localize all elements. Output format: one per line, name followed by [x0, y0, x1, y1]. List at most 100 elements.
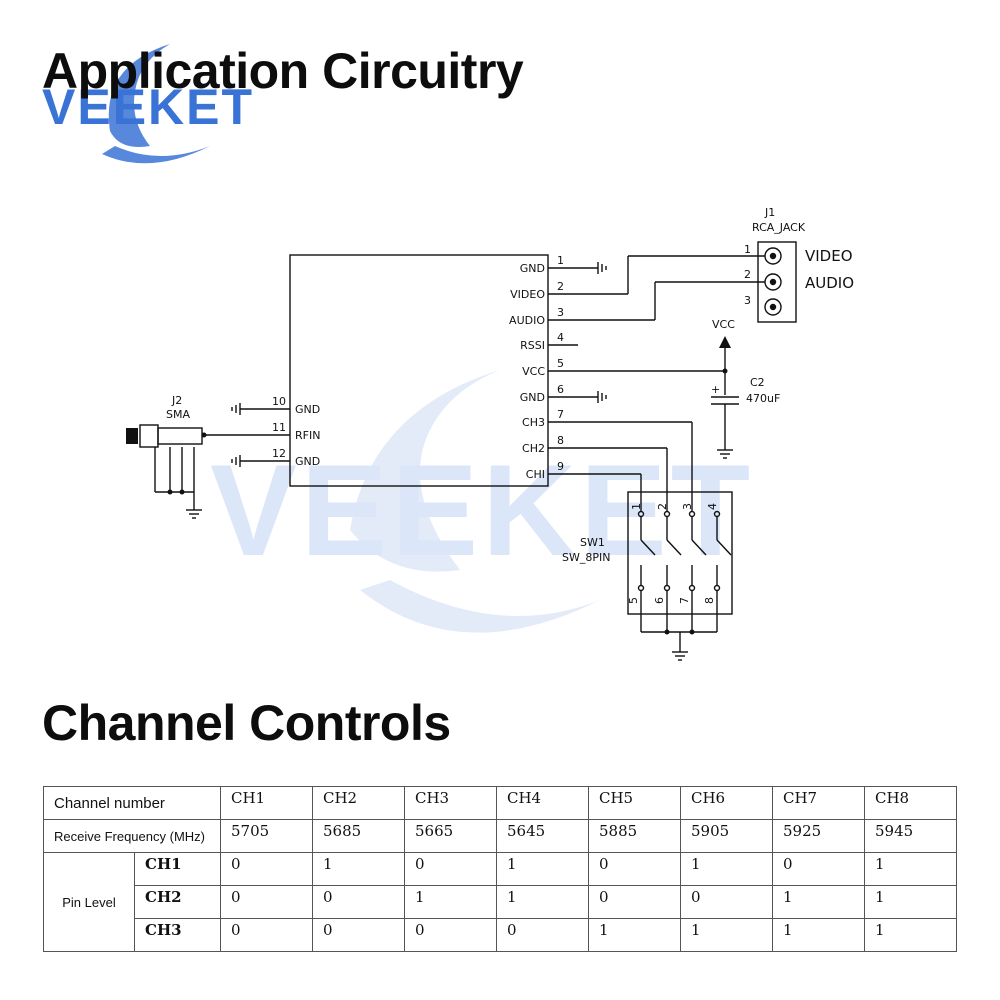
table-cell: 5705	[220, 819, 313, 853]
table-row: Channel number CH1 CH2 CH3 CH4 CH5 CH6 C…	[43, 786, 957, 820]
table-cell: 5885	[588, 819, 681, 853]
pin-name: GND	[295, 403, 320, 416]
pin-name: GND	[295, 455, 320, 468]
j1-pin-number: 2	[744, 268, 751, 281]
table-cell: 0	[220, 918, 313, 952]
logo-arc	[102, 146, 210, 164]
vcc-arrow-icon	[719, 336, 731, 348]
table-cell: 1	[312, 852, 405, 886]
pin-row-name: CH1	[134, 852, 221, 886]
logo-swoosh	[108, 44, 170, 147]
j1-pin-number: 3	[744, 294, 751, 307]
table-cell: 0	[404, 852, 497, 886]
table-cell: 5925	[772, 819, 865, 853]
table-row: CH2 0 0 1 1 0 0 1 1	[44, 885, 957, 919]
pin-number: 1	[557, 254, 564, 267]
pin-name: GND	[520, 262, 545, 275]
table-cell: 0	[772, 852, 865, 886]
j1-ref: J1	[764, 206, 775, 219]
j1-pin-number: 1	[744, 243, 751, 256]
table-row: CH3 0 0 0 0 1 1 1 1	[44, 918, 957, 952]
table-row: Pin Level CH1 0 1 0 1 0 1 0 1	[43, 852, 957, 952]
table-cell: 5685	[312, 819, 405, 853]
table-cell: 1	[864, 852, 957, 886]
row-label: Channel number	[43, 786, 221, 820]
pin-number: 7	[557, 408, 564, 421]
pin-number: 10	[272, 395, 286, 408]
j2-name: SMA	[166, 408, 190, 421]
pin-name: CH3	[522, 416, 545, 429]
table-cell: CH1	[220, 786, 313, 820]
pin-name: VIDEO	[510, 288, 545, 301]
pin-number: 12	[272, 447, 286, 460]
j1-video-label: VIDEO	[805, 247, 853, 265]
table-cell: CH3	[404, 786, 497, 820]
sw1-pin-number: 5	[627, 597, 640, 604]
vcc-label: VCC	[712, 318, 735, 331]
pin-name: AUDIO	[509, 314, 545, 327]
sw1-pin-number: 2	[656, 503, 669, 510]
channel-table: Channel number CH1 CH2 CH3 CH4 CH5 CH6 C…	[43, 786, 957, 952]
table-cell: 0	[680, 885, 773, 919]
pin-number: 9	[557, 460, 564, 473]
table-cell: 0	[312, 918, 405, 952]
schematic-diagram: GND VIDEO AUDIO RSSI VCC GND CH3 CH2 CHI…	[126, 206, 854, 661]
table-cell: 5665	[404, 819, 497, 853]
j1-name: RCA_JACK	[752, 221, 806, 234]
pin-row-name: CH3	[134, 918, 221, 952]
controls-title: Channel Controls	[42, 695, 451, 751]
table-cell: 1	[496, 885, 589, 919]
j2-ref: J2	[171, 394, 182, 407]
table-cell: 1	[680, 852, 773, 886]
pin-level-label: Pin Level	[43, 852, 135, 952]
pin-name: CH2	[522, 442, 545, 455]
table-cell: CH5	[588, 786, 681, 820]
table-cell: CH4	[496, 786, 589, 820]
table-cell: 0	[312, 885, 405, 919]
table-row: Receive Frequency (MHz) 5705 5685 5665 5…	[43, 819, 957, 853]
sw1-pin-number: 8	[703, 597, 716, 604]
j1-audio-label: AUDIO	[805, 274, 854, 292]
table-cell: CH6	[680, 786, 773, 820]
row-label: Receive Frequency (MHz)	[43, 819, 221, 853]
sw1-pin-number: 3	[681, 503, 694, 510]
table-cell: CH7	[772, 786, 865, 820]
table-cell: CH8	[864, 786, 957, 820]
table-cell: 0	[496, 918, 589, 952]
table-cell: CH2	[312, 786, 405, 820]
table-cell: 0	[588, 885, 681, 919]
sw1-pin-number: 7	[678, 597, 691, 604]
table-cell: 1	[588, 918, 681, 952]
table-cell: 5645	[496, 819, 589, 853]
table-cell: 5945	[864, 819, 957, 853]
sw1-pin-number: 6	[653, 597, 666, 604]
logo-text: VEEKET	[42, 79, 254, 135]
pin-name: RFIN	[295, 429, 320, 442]
pin-number: 6	[557, 383, 564, 396]
table-cell: 0	[404, 918, 497, 952]
watermark-swoosh	[350, 370, 500, 572]
table-cell: 5905	[680, 819, 773, 853]
sw1-ref: SW1	[580, 536, 605, 549]
table-cell: 1	[496, 852, 589, 886]
sw1-pin-number: 4	[706, 503, 719, 510]
circuit-title: Application Circuitry	[42, 43, 524, 99]
pin-name: CHI	[526, 468, 545, 481]
c2-value: 470uF	[746, 392, 780, 405]
pin-number: 5	[557, 357, 564, 370]
c2-ref: C2	[750, 376, 765, 389]
table-cell: 1	[864, 918, 957, 952]
table-cell: 1	[680, 918, 773, 952]
table-cell: 1	[864, 885, 957, 919]
pin-number: 8	[557, 434, 564, 447]
pin-row-name: CH2	[134, 885, 221, 919]
pin-number: 2	[557, 280, 564, 293]
pin-number: 3	[557, 306, 564, 319]
sw1-switch	[627, 491, 733, 615]
table-cell: 1	[404, 885, 497, 919]
veeket-logo: VEEKET	[42, 44, 254, 164]
sw1-pin-number: 1	[630, 503, 643, 510]
pin-number: 4	[557, 331, 564, 344]
j1-connector	[757, 241, 797, 323]
pin-name: RSSI	[520, 339, 545, 352]
